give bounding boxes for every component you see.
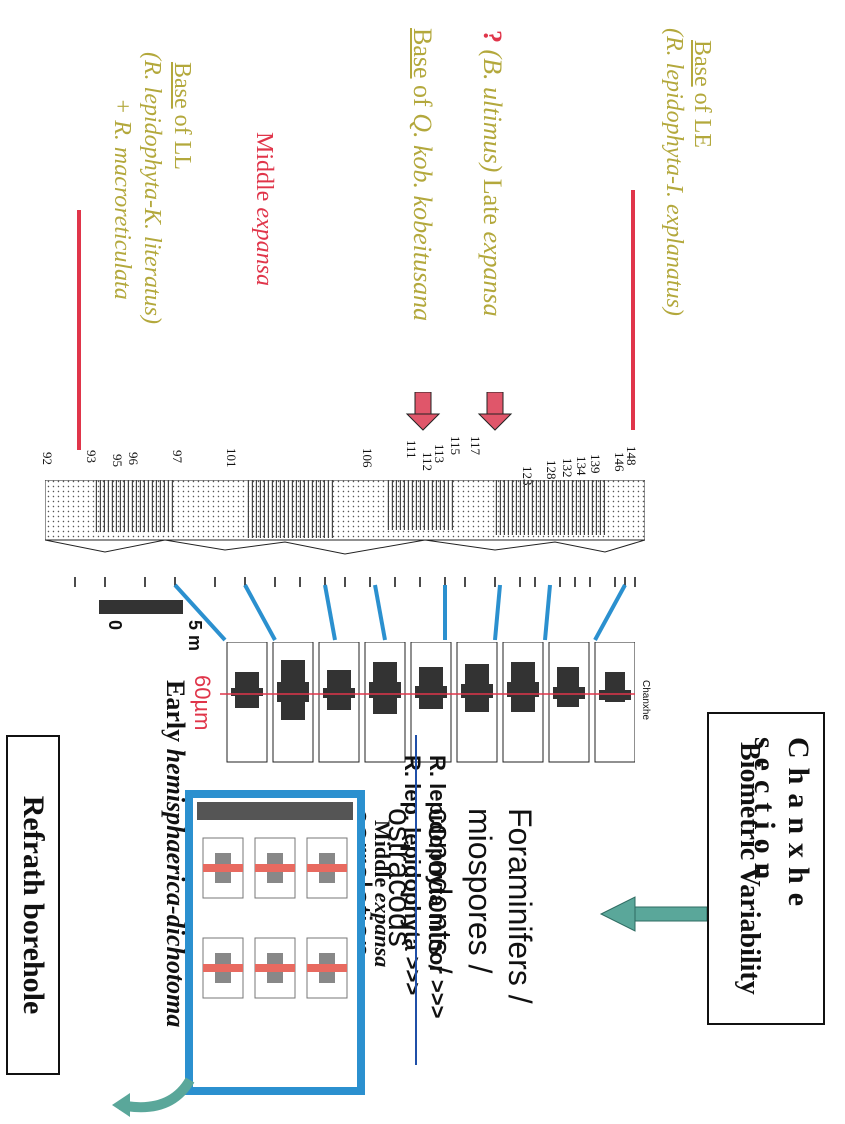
middle-expansa-taxon: expansa <box>251 207 277 286</box>
scale-bar <box>99 600 183 614</box>
base-le-taxon: (R. lepidophyta-I. explanatus) <box>661 28 687 316</box>
bed-number: 115 <box>448 436 463 456</box>
base-q-label: Base of Q. kob. kobeitusana <box>407 28 437 321</box>
base-ll-prefix: Base <box>169 62 195 109</box>
teal-curved-arrow <box>112 1077 195 1117</box>
base-ll-label: Base of LL <box>168 62 195 170</box>
base-le-suffix: of LE <box>689 86 715 148</box>
correlation-line: Foraminifers / <box>502 808 538 1004</box>
base-ll-extra: + R. macroreticulata <box>109 98 135 300</box>
b-ultimus-taxon: (B. ultimus) <box>478 49 507 173</box>
correlation-line: miospores / <box>462 808 498 974</box>
late-expansa-label: ? (B. ultimus) Late expansa <box>477 30 507 317</box>
bed-number: 101 <box>224 448 239 468</box>
bed-number: 146 <box>612 452 627 472</box>
base-q-prefix: Base <box>408 28 437 79</box>
middle-expansa-prefix: Middle <box>251 132 277 208</box>
bed-number: 134 <box>574 456 589 476</box>
late-expansa-taxon: expansa <box>478 231 507 317</box>
base-q-taxon: Q. kob. kobeitusana <box>408 113 437 322</box>
red-arrow-late <box>477 392 513 431</box>
bed-number: 95 <box>110 454 125 467</box>
red-line-le <box>631 190 635 430</box>
base-ll-suffix: of LL <box>169 108 195 170</box>
bed-number: 117 <box>468 436 483 456</box>
base-le-prefix: Base <box>689 40 715 87</box>
r-lep-lepidophyta: R. lep. lepidophyta >>> <box>400 755 425 996</box>
title-box: Chanxhe section Biometric Variability <box>707 712 825 1025</box>
bed-number: 139 <box>588 454 603 474</box>
late-expansa-prefix: Late <box>478 172 507 232</box>
bed-number: 106 <box>360 448 375 468</box>
question-mark: ? <box>478 30 507 43</box>
red-arrow-q <box>405 392 441 431</box>
micron-label: 60µm <box>190 675 215 731</box>
base-le-label: Base of LE <box>688 40 715 148</box>
bed-number: 111 <box>404 440 419 459</box>
red-line-ll <box>77 210 81 450</box>
middle-expansa-right-prefix: Middle <box>370 820 395 893</box>
divider-line <box>415 735 417 1065</box>
teal-arrow <box>599 896 707 932</box>
middle-expansa-label: Middle expansa <box>250 132 277 286</box>
bed-number: 92 <box>40 452 55 465</box>
base-ll-taxon: (R. lepidophyta-K. literatus) <box>139 52 165 324</box>
base-q-mid: of <box>408 78 437 114</box>
histogram-header: Chanxhe <box>640 680 651 721</box>
bed-number: 93 <box>84 450 99 463</box>
bed-number: 96 <box>126 452 141 465</box>
histogram-grid <box>220 642 635 763</box>
middle-expansa-right: Middle expansa <box>369 820 395 967</box>
early-prefix: Early <box>161 680 190 749</box>
bed-number: 97 <box>170 450 185 463</box>
bed-number: 128 <box>544 460 559 480</box>
r-lep-minor: R. lepidophyta minor >>> <box>425 755 450 1019</box>
middle-expansa-right-taxon: expansa <box>370 892 395 968</box>
refrath-borehole-label: Refrath borehole <box>6 735 60 1075</box>
title-line2: Biometric Variability <box>734 742 765 995</box>
bed-number: 112 <box>420 452 435 472</box>
connector-lines <box>173 583 627 642</box>
stratigraphic-column <box>45 480 645 555</box>
refrath-thumbnails <box>197 802 353 999</box>
refrath-thumbnail-box <box>185 790 365 1095</box>
bed-number: 132 <box>560 458 575 478</box>
